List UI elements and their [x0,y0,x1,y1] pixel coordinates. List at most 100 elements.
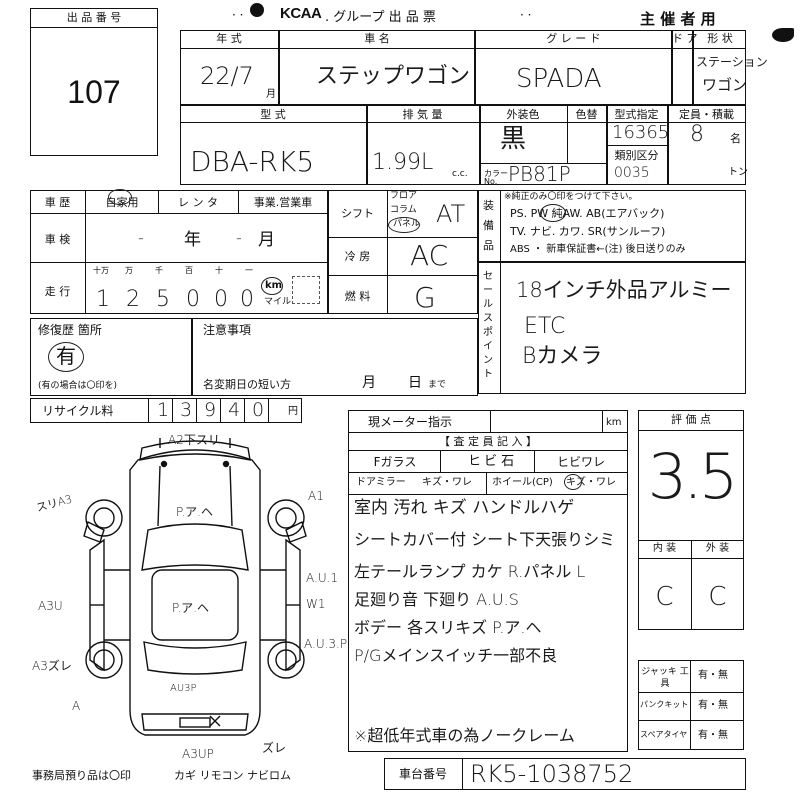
digit-h1: 十万 [93,266,109,275]
car-name-value: ステップワゴン [316,64,471,89]
digit-h2: 万 [125,266,133,275]
damage-mark: A1 [308,489,324,503]
car-rear-glass [143,641,247,675]
license-plate [179,717,211,728]
office-note: 事務局預り品は〇印 [32,769,131,782]
deadline-day: 日 [408,375,422,391]
interior-value: C [655,582,674,612]
category-label: 類別区分 [614,149,659,162]
glass-value-1: ヒ [468,454,482,469]
divider [440,450,441,472]
exterior-label: 外 装 [705,543,730,554]
model-value: DBA-RK5 [190,145,315,178]
inspector-label: 【 査 定 員 記 入 】 [439,435,537,448]
recycle-digit: 0 [252,399,265,421]
history-business: 事業.営業車 [253,196,313,209]
mileage-digit: 0 [240,287,254,312]
corner-mark [772,28,794,42]
category-value: 0035 [614,165,650,181]
organizer-label: 主 催 者 用 [640,10,716,28]
divider [244,398,245,423]
year-label: 年 式 [216,32,242,45]
seal-mark [250,3,264,17]
divider [278,30,280,105]
grade-value: SPADA [516,64,602,94]
equipment-line3: ABS ・ 新車保証書←(注) 後日送りのみ [510,244,686,255]
divider [238,190,239,213]
meter-label: 現メーター指示 [368,415,453,429]
capacity-value: 8 [690,122,704,147]
inspection-year-mark: - [138,228,144,247]
pw-circle [540,204,566,222]
divider [387,190,388,314]
puncture-label: パンクキット [640,700,689,709]
damage-mark: A2下スリ [168,433,220,447]
divider [172,398,173,423]
wheel [85,641,123,679]
rear-bumper [141,713,249,731]
page-title: . グループ 出 品 票 [325,10,436,25]
repair-circle [48,342,84,372]
capacity-label: 定員・積載 [679,108,734,121]
recycle-digit: 3 [180,399,193,421]
damage-mark: A3U [38,599,63,613]
chassis-value: RK5-1038752 [470,760,634,788]
lot-number: 107 [67,74,121,110]
divider [692,30,694,105]
history-rental: レ ン タ [178,196,218,209]
inspection-label: 車 検 [44,233,71,246]
recycle-digit: 1 [157,399,170,421]
divider [158,190,159,213]
wheel [267,641,305,679]
digit-h4: 百 [185,266,193,275]
model-code-label: 型式指定 [614,108,659,121]
divider [638,430,744,431]
dots-right: · · [520,8,532,22]
remark-line: P/Gメインスイッチ一部不良 [354,646,558,665]
damage-mark: A.U.3.P [304,637,348,651]
car-cabin [141,523,249,571]
sales-line3: Bカメラ [522,344,603,369]
equipment-note: ※純正のみ〇印をつけて下さい。 [504,192,638,202]
divider [348,450,628,451]
row2-box [180,105,746,185]
repair-box [30,318,192,396]
tools-box [638,660,744,750]
divider [328,237,478,238]
notes-label: 注意事項 [203,323,252,337]
divider [474,30,476,105]
remark-line: ボデー 各スリキズ P.ア.ヘ [354,618,542,637]
car-diagram [83,438,307,736]
wheel [85,499,123,537]
divider [180,48,746,49]
divider [30,262,328,263]
rating-label: 評 価 点 [671,413,711,426]
divider [366,105,368,185]
mirror-opts: キズ・ワレ [422,477,472,488]
wheel-opts: キズ・ワレ [566,477,616,488]
divider [667,105,669,185]
digit-h6: 一 [245,266,253,275]
fuel-value: G [414,281,436,314]
lot-number-box [30,8,158,156]
ac-label: 冷 房 [344,250,371,263]
month-unit: 月 [266,89,276,100]
color-change-label: 色替 [575,108,598,121]
mileage-digit: 0 [186,287,200,312]
repair-label: 修復歴 箇所 [38,323,102,337]
damage-mark: A3UP [182,747,214,761]
remark-line: ※超低年式車の為ノークレーム [354,726,575,745]
divider [479,105,481,185]
mirror-label: ドアミラー [356,477,406,488]
body-value-2: ワゴン [702,76,748,94]
door-label: ド ア [672,32,698,45]
recycle-box [30,398,302,423]
remark-line: 左テールランプ カケ R.パネル L [354,562,586,581]
shift-column: コラム [390,205,417,215]
damage-mark: A.U.1 [306,571,339,585]
divider [30,27,158,28]
divider [348,494,628,495]
shift-value: AT [436,200,466,228]
spare-label: スペアタイヤ [640,730,688,739]
divider [148,398,149,423]
